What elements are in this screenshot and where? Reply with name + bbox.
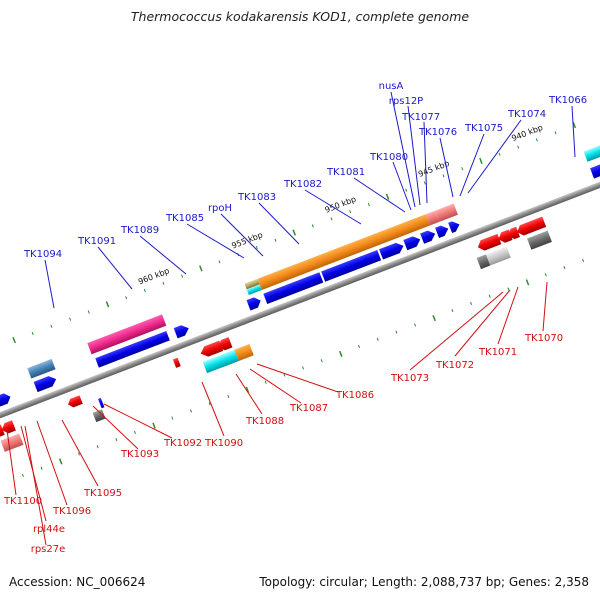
forward-gene — [246, 297, 261, 311]
gene-label-TK1096[interactable]: TK1096 — [52, 506, 91, 517]
feature-cyan-right — [583, 140, 600, 162]
gene-label-rps12P[interactable]: rps12P — [389, 96, 423, 107]
gene-label-TK1074[interactable]: TK1074 — [507, 109, 546, 120]
reverse-gene — [507, 226, 521, 240]
feature-dgray-rev — [476, 254, 491, 270]
forward-gene — [448, 221, 460, 234]
gene-label-TK1088[interactable]: TK1088 — [245, 416, 284, 427]
kbp-label-940: 940 kbp — [510, 123, 544, 143]
feature-dgray-left — [92, 409, 106, 423]
feature-dgray-rev-2 — [527, 230, 552, 250]
gene-label-TK1070[interactable]: TK1070 — [524, 333, 563, 344]
gene-label-TK1076[interactable]: TK1076 — [418, 127, 457, 138]
feature-steel — [27, 358, 56, 379]
gene-label-rps27e[interactable]: rps27e — [31, 544, 66, 555]
gene-label-TK1087[interactable]: TK1087 — [289, 403, 328, 414]
gene-label-TK1072[interactable]: TK1072 — [435, 360, 474, 371]
gene-label-TK1092[interactable]: TK1092 — [163, 438, 202, 449]
forward-gene — [173, 325, 189, 339]
top-callout-lines — [44, 91, 576, 309]
forward-gene — [321, 250, 382, 282]
reverse-gene — [200, 340, 224, 357]
feature-orange — [257, 214, 430, 290]
kbp-label-960: 960 kbp — [137, 266, 171, 286]
gene-label-TK1081[interactable]: TK1081 — [326, 167, 365, 178]
forward-gene — [379, 242, 404, 260]
forward-gene — [263, 272, 324, 304]
gene-label-TK1089[interactable]: TK1089 — [120, 225, 159, 236]
accession-label: Accession: NC_006624 — [9, 575, 146, 589]
tick-row-lower — [21, 258, 585, 478]
gene-label-TK1066[interactable]: TK1066 — [548, 95, 587, 106]
gene-label-TK1083[interactable]: TK1083 — [237, 192, 276, 203]
gene-label-rpl44e[interactable]: rpl44e — [33, 524, 65, 535]
gene-label-TK1100[interactable]: TK1100 — [3, 496, 42, 507]
forward-genes — [0, 153, 600, 407]
feature-salmon — [425, 210, 440, 226]
gene-label-TK1075[interactable]: TK1075 — [464, 123, 503, 134]
feature-salmon-left — [0, 433, 24, 452]
reverse-gene — [172, 357, 181, 368]
reverse-gene — [517, 216, 547, 236]
top-gene-labels: nusA rps12P TK1077 TK1076 TK1075 TK1074 … — [23, 81, 587, 260]
gene-label-TK1071[interactable]: TK1071 — [478, 347, 517, 358]
gene-label-TK1082[interactable]: TK1082 — [283, 179, 322, 190]
feature-pink — [87, 314, 167, 355]
bottom-callout-lines — [6, 281, 548, 546]
gene-label-TK1094[interactable]: TK1094 — [23, 249, 62, 260]
reverse-genes — [0, 216, 547, 437]
gene-label-rpoH[interactable]: rpoH — [208, 203, 232, 214]
gene-label-TK1091[interactable]: TK1091 — [77, 236, 116, 247]
ruler-line — [0, 168, 600, 432]
reverse-gene — [217, 337, 233, 351]
genome-band: 940 kbp 945 kbp 950 kbp 955 kbp 960 kbp — [0, 122, 600, 478]
gene-label-TK1090[interactable]: TK1090 — [204, 438, 243, 449]
gene-label-TK1073[interactable]: TK1073 — [390, 373, 429, 384]
reverse-gene — [1, 420, 16, 434]
forward-gene — [33, 376, 57, 393]
forward-gene — [420, 230, 436, 244]
reverse-gene — [477, 233, 502, 251]
reverse-feature-row — [0, 230, 552, 452]
gene-label-TK1093[interactable]: TK1093 — [120, 449, 159, 460]
bottom-gene-labels: TK1073 TK1072 TK1071 TK1070 TK1086 TK108… — [3, 333, 563, 555]
forward-gene-small — [98, 397, 105, 409]
gene-label-TK1080[interactable]: TK1080 — [369, 152, 408, 163]
forward-gene — [95, 331, 170, 368]
forward-gene — [403, 236, 421, 251]
gene-label-TK1095[interactable]: TK1095 — [83, 488, 122, 499]
gene-label-TK1086[interactable]: TK1086 — [335, 390, 374, 401]
feature-gray-rev — [485, 246, 511, 266]
gene-label-nusA[interactable]: nusA — [379, 81, 404, 92]
feature-cyan-rev-block — [202, 349, 239, 374]
feature-salmon-2 — [434, 203, 458, 222]
forward-feature-row — [27, 140, 600, 379]
reverse-gene — [68, 395, 83, 408]
feature-cyan-small — [246, 284, 262, 296]
genome-summary-label: Topology: circular; Length: 2,088,737 bp… — [259, 575, 589, 589]
forward-gene — [435, 225, 449, 239]
forward-gene — [0, 393, 11, 407]
feature-khaki — [244, 278, 260, 290]
reverse-gene — [0, 424, 5, 437]
gene-label-TK1085[interactable]: TK1085 — [165, 213, 204, 224]
feature-orange-rev — [234, 344, 254, 361]
gene-label-TK1077[interactable]: TK1077 — [401, 112, 440, 123]
map-title: Thermococcus kodakarensis KOD1, complete… — [130, 9, 470, 24]
